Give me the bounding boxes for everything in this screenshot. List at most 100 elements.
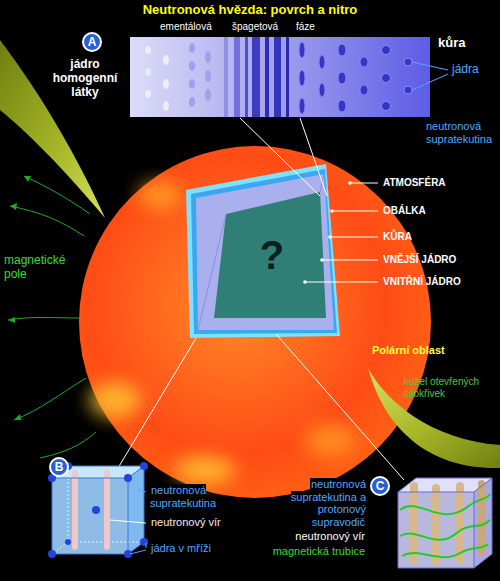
part-label: ATMOSFÉRA (383, 177, 493, 189)
lattice-cube-part (124, 474, 132, 482)
leader-dots-part (330, 209, 334, 213)
diagram-title: Neutronová hvězda: povrch a nitro (0, 2, 500, 17)
crust-inset-part (274, 37, 281, 117)
lattice-cube-part (138, 490, 146, 492)
field-arrows (8, 176, 31, 420)
crust-inset-part (163, 55, 169, 65)
leader-dots-part (328, 235, 332, 239)
nuclei-bracket-part (412, 62, 448, 70)
crust-inset-part (224, 37, 228, 117)
neutron-star-part (175, 456, 235, 484)
field-lines-part (40, 432, 96, 458)
crust-inset-part (404, 58, 412, 66)
leader-lines-part (240, 118, 320, 196)
leader-lines-part (350, 183, 378, 184)
crust-inset-part (189, 79, 195, 89)
leader-lines-part (322, 260, 378, 261)
part-label: neutronová supratekutina (426, 120, 498, 145)
part-label: ementálová (160, 21, 230, 33)
crust-inset-part (360, 57, 368, 67)
field-arrows-part (24, 176, 31, 182)
field-arrows-part (14, 414, 21, 420)
crust-inset-part (145, 68, 151, 76)
leader-lines-part (300, 118, 327, 196)
crust-inset-part (338, 44, 346, 56)
crust-inset-part (145, 46, 169, 111)
leader-lines-part (330, 237, 378, 238)
part-label: kužel otevřených silokřivek (404, 376, 496, 399)
lattice-cube-part (52, 478, 128, 554)
part-label: KŮRA (383, 231, 493, 243)
superconductor-cube-part (400, 494, 490, 514)
leader-lines-part (305, 282, 378, 283)
crust-inset-part (130, 37, 430, 117)
lattice-cube-part (130, 550, 146, 554)
part-label: špagetová (232, 21, 292, 33)
cutaway-layers-part (214, 192, 326, 318)
field-arrows-part (10, 203, 17, 210)
neutron-star-part (304, 424, 356, 456)
part-label: VNITŘNÍ JÁDRO (383, 276, 493, 288)
crust-inset-part (163, 79, 169, 89)
callout-circle: C (370, 476, 390, 496)
leader-dots-part (348, 181, 352, 185)
callout-letter: A (88, 36, 97, 48)
part-label: Polární oblast (372, 344, 482, 357)
lattice-cube-part (48, 550, 56, 558)
superconductor-cube-part (432, 484, 440, 566)
superconductor-cube-part (474, 478, 492, 568)
crust-inset-part (205, 70, 211, 82)
field-lines-part (10, 206, 84, 236)
crust-inset-part (224, 37, 289, 117)
cutaway-layers-part (191, 169, 337, 334)
crust-inset-part (382, 46, 391, 55)
leader-dots-part (303, 280, 307, 284)
part-label: jádra v mříži (150, 542, 250, 555)
callout-letter: C (376, 480, 385, 492)
superconductor-cube-part (398, 478, 492, 568)
crust-inset-part (189, 43, 195, 53)
cutaway-layers-part (186, 164, 340, 338)
part-label: magnetické pole (4, 254, 78, 282)
superconductor-cube (398, 478, 492, 568)
superconductor-cube-part (474, 478, 492, 568)
crust-inset-part (382, 102, 391, 111)
callout-circle: B (49, 457, 69, 477)
neutron-star-part (138, 181, 182, 209)
lattice-cube-part (65, 539, 71, 545)
lattice-cube-part (146, 543, 147, 548)
crust-inset-part (163, 101, 169, 111)
crust-inset-part (319, 83, 325, 97)
crust-inset-part (252, 37, 260, 117)
lattice-cube-part (140, 462, 148, 470)
crust-inset-part (234, 37, 240, 117)
crust-inset-part (299, 98, 305, 114)
lattice-cube-part (92, 506, 100, 514)
neutron-star (79, 146, 431, 498)
lattice-cube-part (140, 538, 148, 546)
field-lines-part (14, 378, 86, 420)
lattice-cube (48, 462, 148, 558)
superconductor-cube-part (410, 482, 418, 564)
crust-inset (130, 37, 430, 117)
lattice-cube-part (72, 470, 78, 550)
leader-dots (303, 181, 352, 284)
lattice-cube-part (110, 520, 146, 523)
part-label: fáze (296, 21, 336, 33)
crust-inset-part (404, 86, 412, 94)
field-lines-part (8, 318, 80, 321)
leader-lines (118, 118, 404, 480)
crust-inset-part (189, 61, 195, 71)
crust-inset-part (338, 100, 346, 112)
nuclei-bracket (412, 62, 448, 90)
lattice-cube-part (48, 462, 148, 558)
part-label: magnetická trubice (266, 545, 366, 558)
lattice-cube-part (52, 466, 144, 554)
lattice-cube-part (110, 490, 146, 554)
superconductor-cube-part (478, 480, 485, 556)
callout-circle: A (82, 32, 102, 52)
crust-inset-part (319, 55, 325, 69)
crust-inset-part (360, 85, 368, 95)
crust-inset-part (245, 37, 248, 117)
crust-inset-part (338, 72, 346, 84)
